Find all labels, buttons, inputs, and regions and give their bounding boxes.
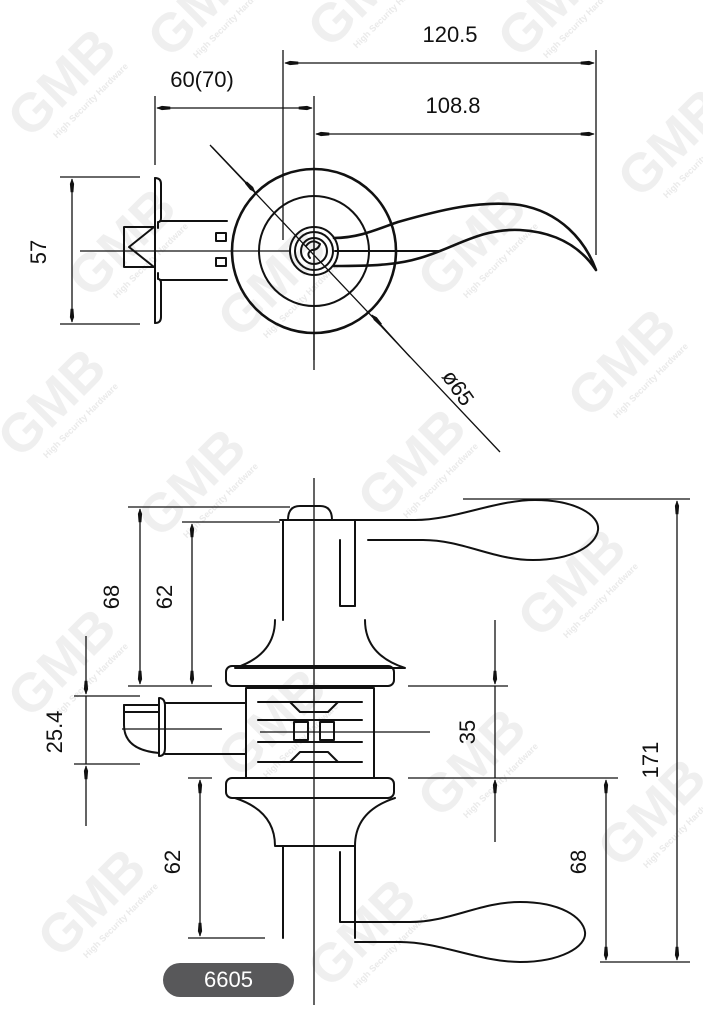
- front-lever: [332, 202, 598, 272]
- side-latch: [122, 697, 247, 757]
- dim-label-upper-spindle-to-rose: 62: [152, 585, 177, 609]
- upper-lever: [279, 498, 690, 621]
- dim-label-latch-plate-height: 57: [26, 240, 51, 264]
- dimension-overall-length: 120.5: [282, 22, 597, 255]
- dim-label-latch-face-height: 25.4: [42, 711, 67, 754]
- dim-label-lever-length: 108.8: [425, 93, 480, 118]
- dimension-lower-lever-to-rose: 68: [566, 779, 609, 961]
- lower-rose: [225, 777, 396, 847]
- dimension-overall-height: 171: [638, 500, 680, 961]
- lower-lever: [282, 845, 690, 963]
- dimension-latch-face-height: 25.4: [42, 636, 140, 826]
- dimension-chassis-height: 35: [408, 620, 618, 842]
- dimension-upper-spindle-to-rose: 62: [152, 521, 280, 685]
- front-view: 120.5 108.8 60(70) 57: [26, 22, 598, 453]
- dimension-backset: 60(70): [154, 67, 313, 165]
- dim-label-backset: 60(70): [170, 67, 234, 92]
- dim-label-upper-lever-to-rose: 68: [99, 585, 124, 609]
- dim-label-rose-diameter: ø65: [437, 365, 479, 410]
- dim-label-overall-length: 120.5: [422, 22, 477, 47]
- watermark-logo: GMB: [606, 77, 703, 209]
- dim-label-lower-spindle-to-rose: 62: [160, 850, 185, 874]
- dim-label-lower-lever-to-rose: 68: [566, 850, 591, 874]
- dimension-upper-lever-to-rose: 68: [99, 506, 290, 687]
- dimension-lower-spindle-to-rose: 62: [160, 777, 265, 939]
- dimension-latch-plate-height: 57: [26, 176, 140, 325]
- dim-label-chassis-height: 35: [455, 720, 480, 744]
- dim-label-overall-height: 171: [638, 742, 663, 779]
- model-number-badge: 6605: [163, 963, 294, 997]
- side-view: 68 62 25.4 35 171: [42, 478, 690, 1005]
- upper-rose: [225, 619, 406, 687]
- watermark-logo: GMB: [296, 0, 428, 58]
- latch-assembly: [80, 177, 290, 324]
